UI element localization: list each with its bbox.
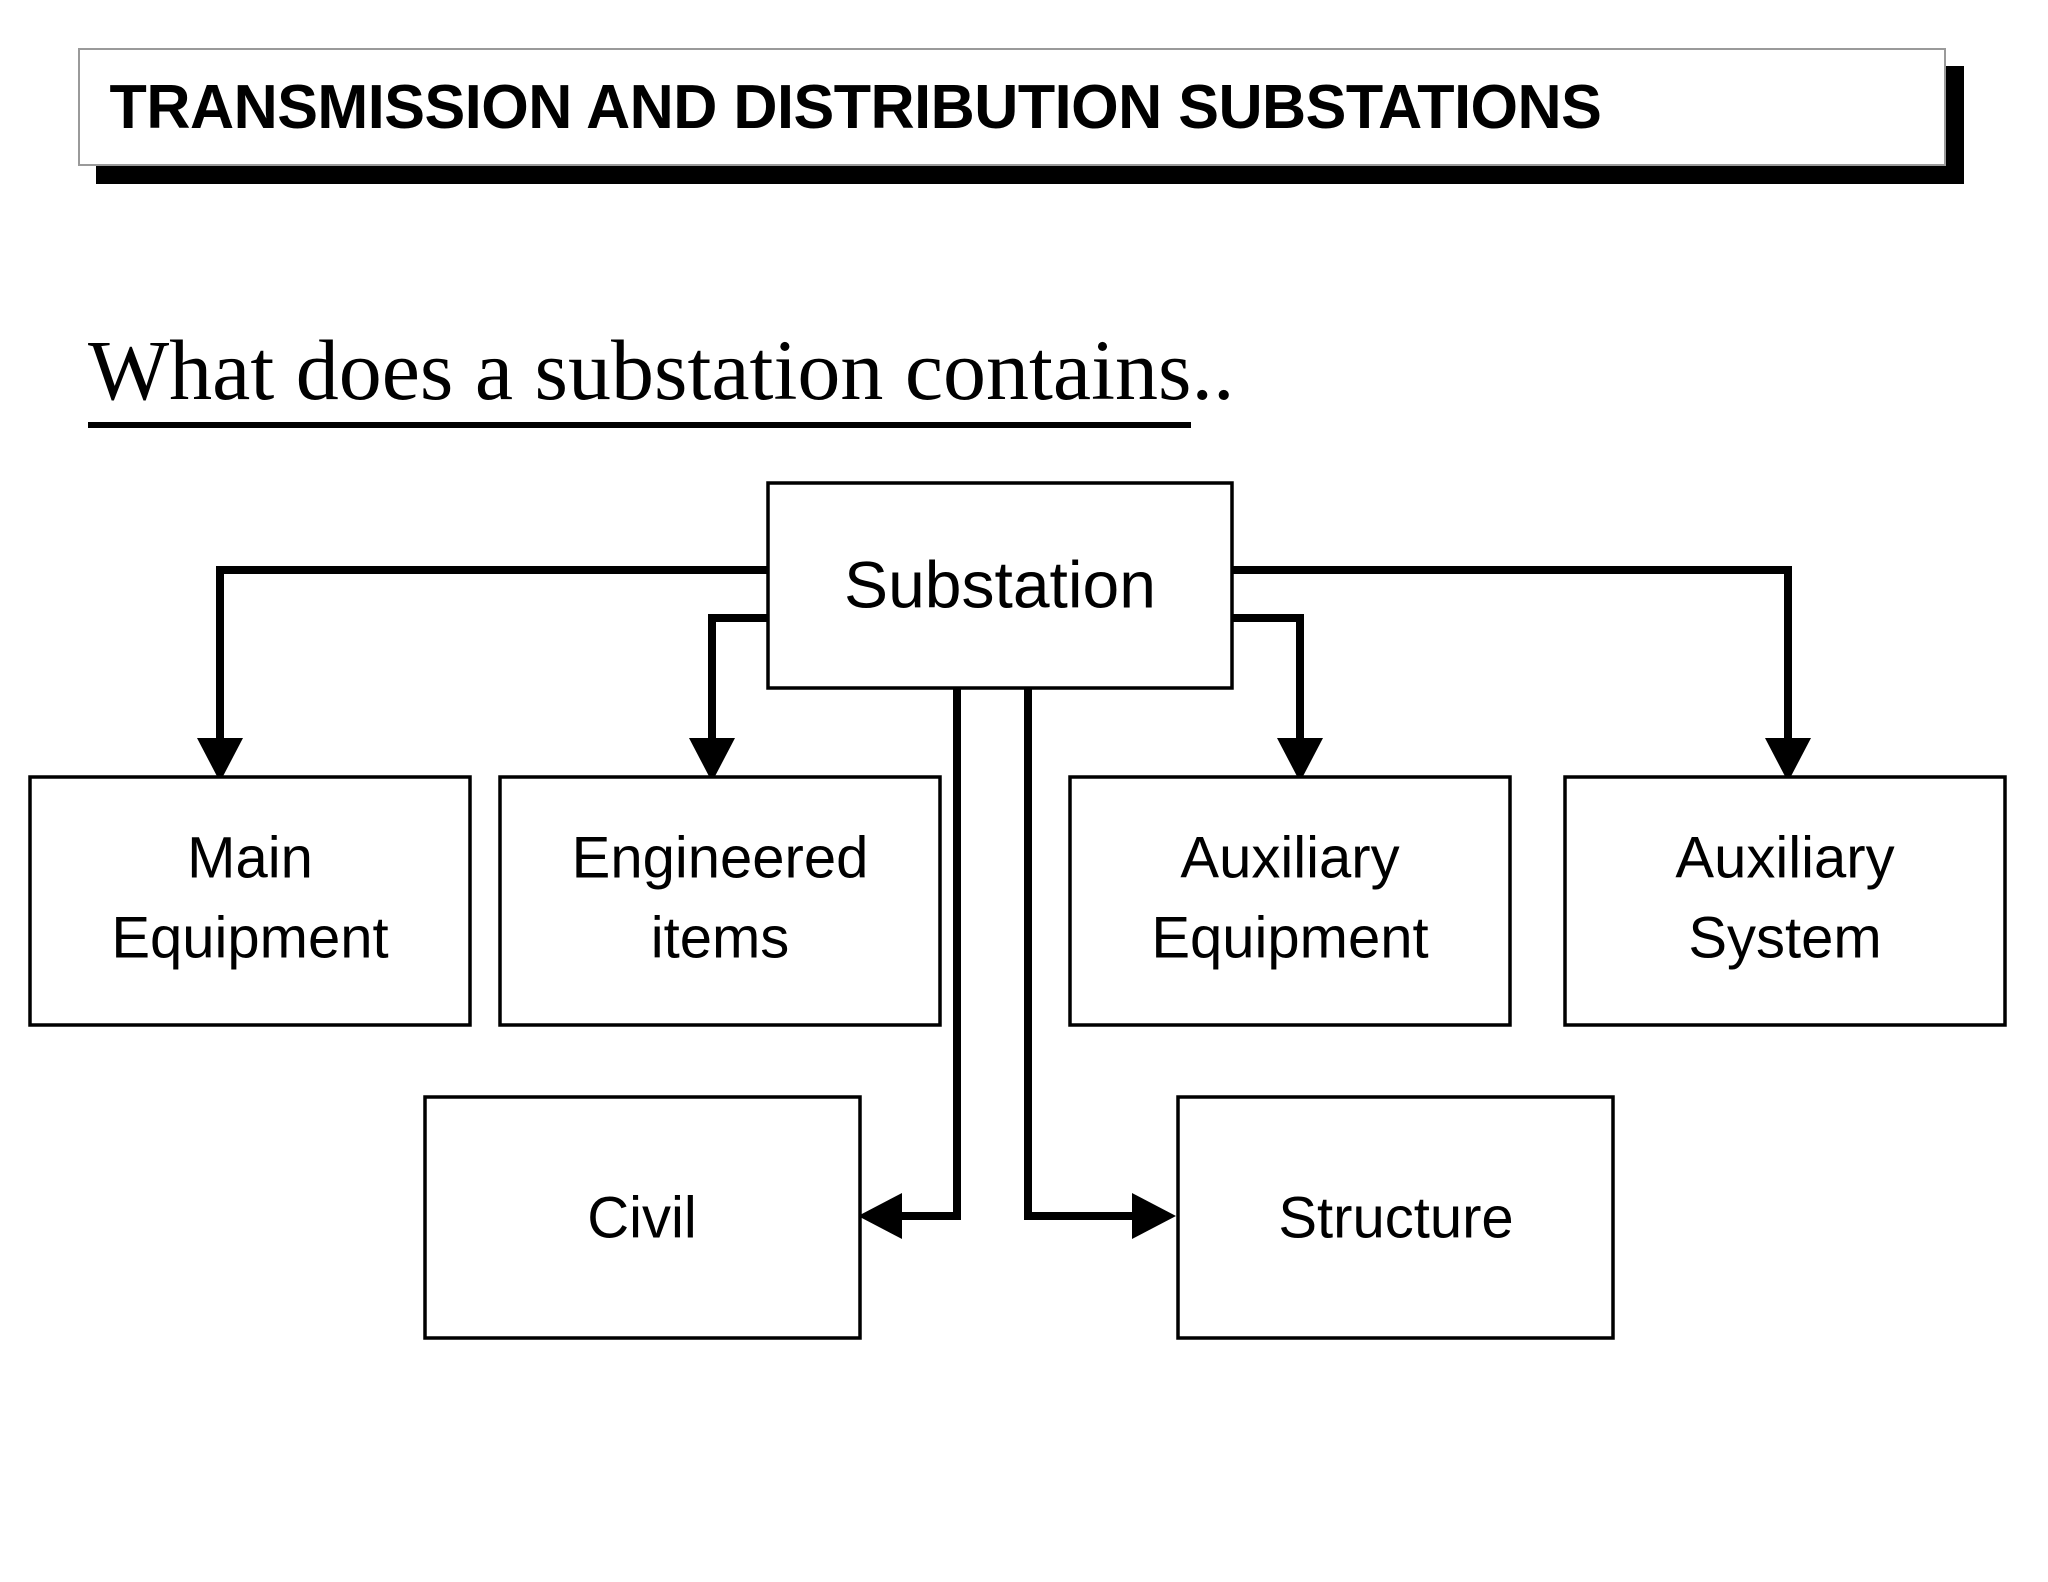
node-auxiliary-equipment-label-line2: Equipment	[1151, 905, 1428, 970]
node-main-equipment-label-line1: Main	[187, 825, 313, 890]
node-main-equipment-label-line2: Equipment	[111, 905, 388, 970]
node-civil-label: Civil	[587, 1185, 697, 1250]
subtitle: What does a substation contains..	[88, 320, 1235, 428]
node-substation-label: Substation	[844, 547, 1156, 621]
node-structure-label: Structure	[1278, 1185, 1513, 1250]
node-engineered-items-label-line1: Engineered	[572, 825, 869, 890]
node-substation-rect[interactable]	[766, 481, 1234, 690]
connector-root-to-structure	[1024, 688, 1152, 1220]
node-auxiliary-system-rect[interactable]	[1563, 775, 2007, 1027]
node-engineered-items-label-line2: items	[651, 905, 790, 970]
subtitle-trailing-dots: ..	[1191, 322, 1235, 418]
connector-root-to-auxiliary-system	[1232, 566, 1792, 760]
node-structure[interactable]: Structure	[1176, 1095, 1615, 1340]
connector-root-to-engineered-items	[708, 614, 768, 760]
node-civil[interactable]: Civil	[423, 1095, 862, 1340]
arrow-head-structure	[1132, 1193, 1176, 1239]
connector-root-to-main-equipment	[216, 566, 768, 760]
subtitle-underlined-text: What does a substation contains	[88, 322, 1192, 428]
arrow-head-engineered-items	[689, 738, 735, 782]
connector-root-to-auxiliary-equipment	[1232, 614, 1304, 760]
node-auxiliary-system-label-line1: Auxiliary	[1675, 825, 1894, 890]
arrow-head-auxiliary-equipment	[1277, 738, 1323, 782]
node-structure-rect[interactable]	[1176, 1095, 1615, 1340]
node-main-equipment-rect[interactable]	[28, 775, 472, 1027]
node-engineered-items[interactable]: Engineered items	[498, 775, 942, 1027]
title-box: TRANSMISSION AND DISTRIBUTION SUBSTATION…	[78, 48, 1946, 166]
arrow-head-auxiliary-system	[1765, 738, 1811, 782]
node-substation[interactable]: Substation	[766, 481, 1234, 690]
node-main-equipment[interactable]: Main Equipment	[28, 775, 472, 1027]
node-auxiliary-equipment[interactable]: Auxiliary Equipment	[1068, 775, 1512, 1027]
connector-root-to-civil	[882, 688, 961, 1220]
node-auxiliary-equipment-rect[interactable]	[1068, 775, 1512, 1027]
connector-group	[197, 566, 1811, 1239]
node-auxiliary-system[interactable]: Auxiliary System	[1563, 775, 2007, 1027]
arrow-head-civil	[858, 1193, 902, 1239]
node-auxiliary-equipment-label-line1: Auxiliary	[1180, 825, 1399, 890]
page-title: TRANSMISSION AND DISTRIBUTION SUBSTATION…	[109, 72, 1602, 142]
node-civil-rect[interactable]	[423, 1095, 862, 1340]
arrow-head-main-equipment	[197, 738, 243, 782]
node-engineered-items-rect[interactable]	[498, 775, 942, 1027]
title-banner: TRANSMISSION AND DISTRIBUTION SUBSTATION…	[78, 48, 1964, 184]
node-auxiliary-system-label-line2: System	[1688, 905, 1881, 970]
